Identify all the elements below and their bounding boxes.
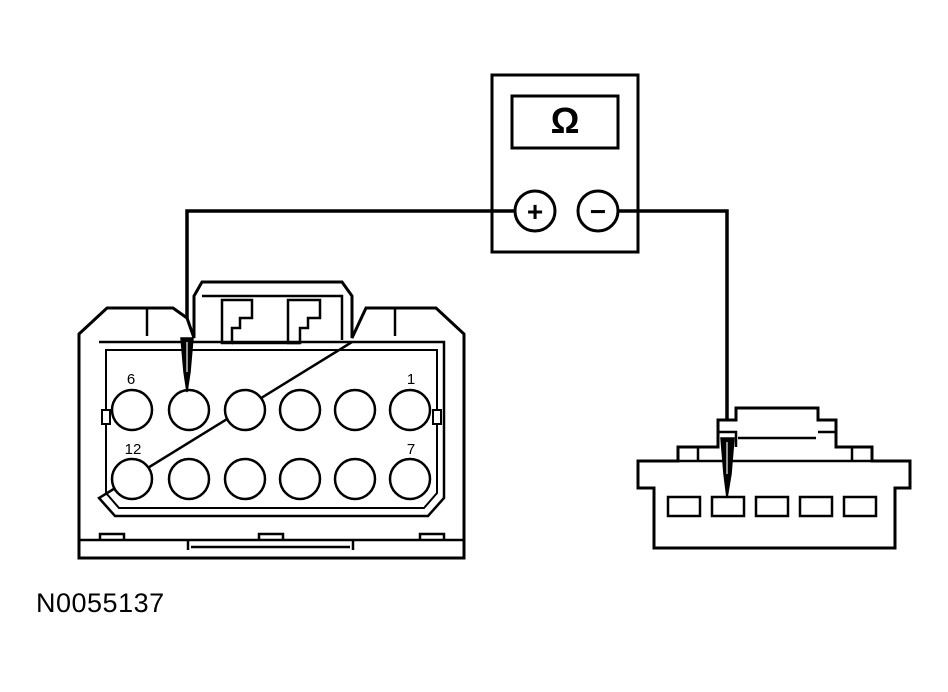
cavity-2[interactable] (710, 495, 746, 518)
pin-10[interactable] (223, 457, 267, 501)
cavity-5[interactable] (842, 495, 878, 518)
pin-7[interactable] (388, 457, 432, 501)
cavity-4[interactable] (798, 495, 834, 518)
connector-right-shoulders (678, 430, 872, 463)
ohmmeter-display (510, 94, 620, 150)
connector-left (77, 280, 466, 560)
pin-label-12: 12 (125, 441, 142, 458)
pin-11[interactable] (167, 457, 211, 501)
figure-id: N0055137 (36, 588, 165, 618)
connector-right-housing (636, 406, 912, 550)
side-nub-left (101, 409, 111, 425)
ohmmeter (490, 73, 640, 254)
pin-1[interactable] (388, 388, 432, 432)
connector-left-inner-frame (97, 340, 446, 518)
cavity-3[interactable] (754, 495, 790, 518)
pin-5[interactable] (167, 388, 211, 432)
pin-row-top (110, 388, 432, 432)
pin-8[interactable] (333, 457, 377, 501)
connector-right-cavities (666, 495, 878, 518)
test-leads (185, 209, 729, 438)
negative-terminal-label: − (590, 196, 606, 227)
pin-9[interactable] (278, 457, 322, 501)
pin-label-7: 7 (407, 441, 415, 458)
ohm-symbol: Ω (551, 100, 580, 141)
pin-4[interactable] (223, 388, 267, 432)
pin-label-1: 1 (407, 371, 415, 388)
positive-terminal-label: + (527, 196, 543, 227)
pin-12[interactable] (110, 457, 154, 501)
bottom-tabs (98, 532, 446, 550)
pin-2[interactable] (333, 388, 377, 432)
cavity-1[interactable] (666, 495, 702, 518)
pin-3[interactable] (278, 388, 322, 432)
connector-left-inner-frame-2 (105, 349, 438, 509)
pin-label-6: 6 (127, 371, 135, 388)
pin-6[interactable] (110, 388, 154, 432)
pin-row-bottom (110, 457, 432, 501)
positive-test-lead (185, 209, 515, 338)
connector-right (636, 406, 912, 550)
side-nub-right (432, 409, 442, 425)
negative-test-lead (618, 209, 729, 438)
